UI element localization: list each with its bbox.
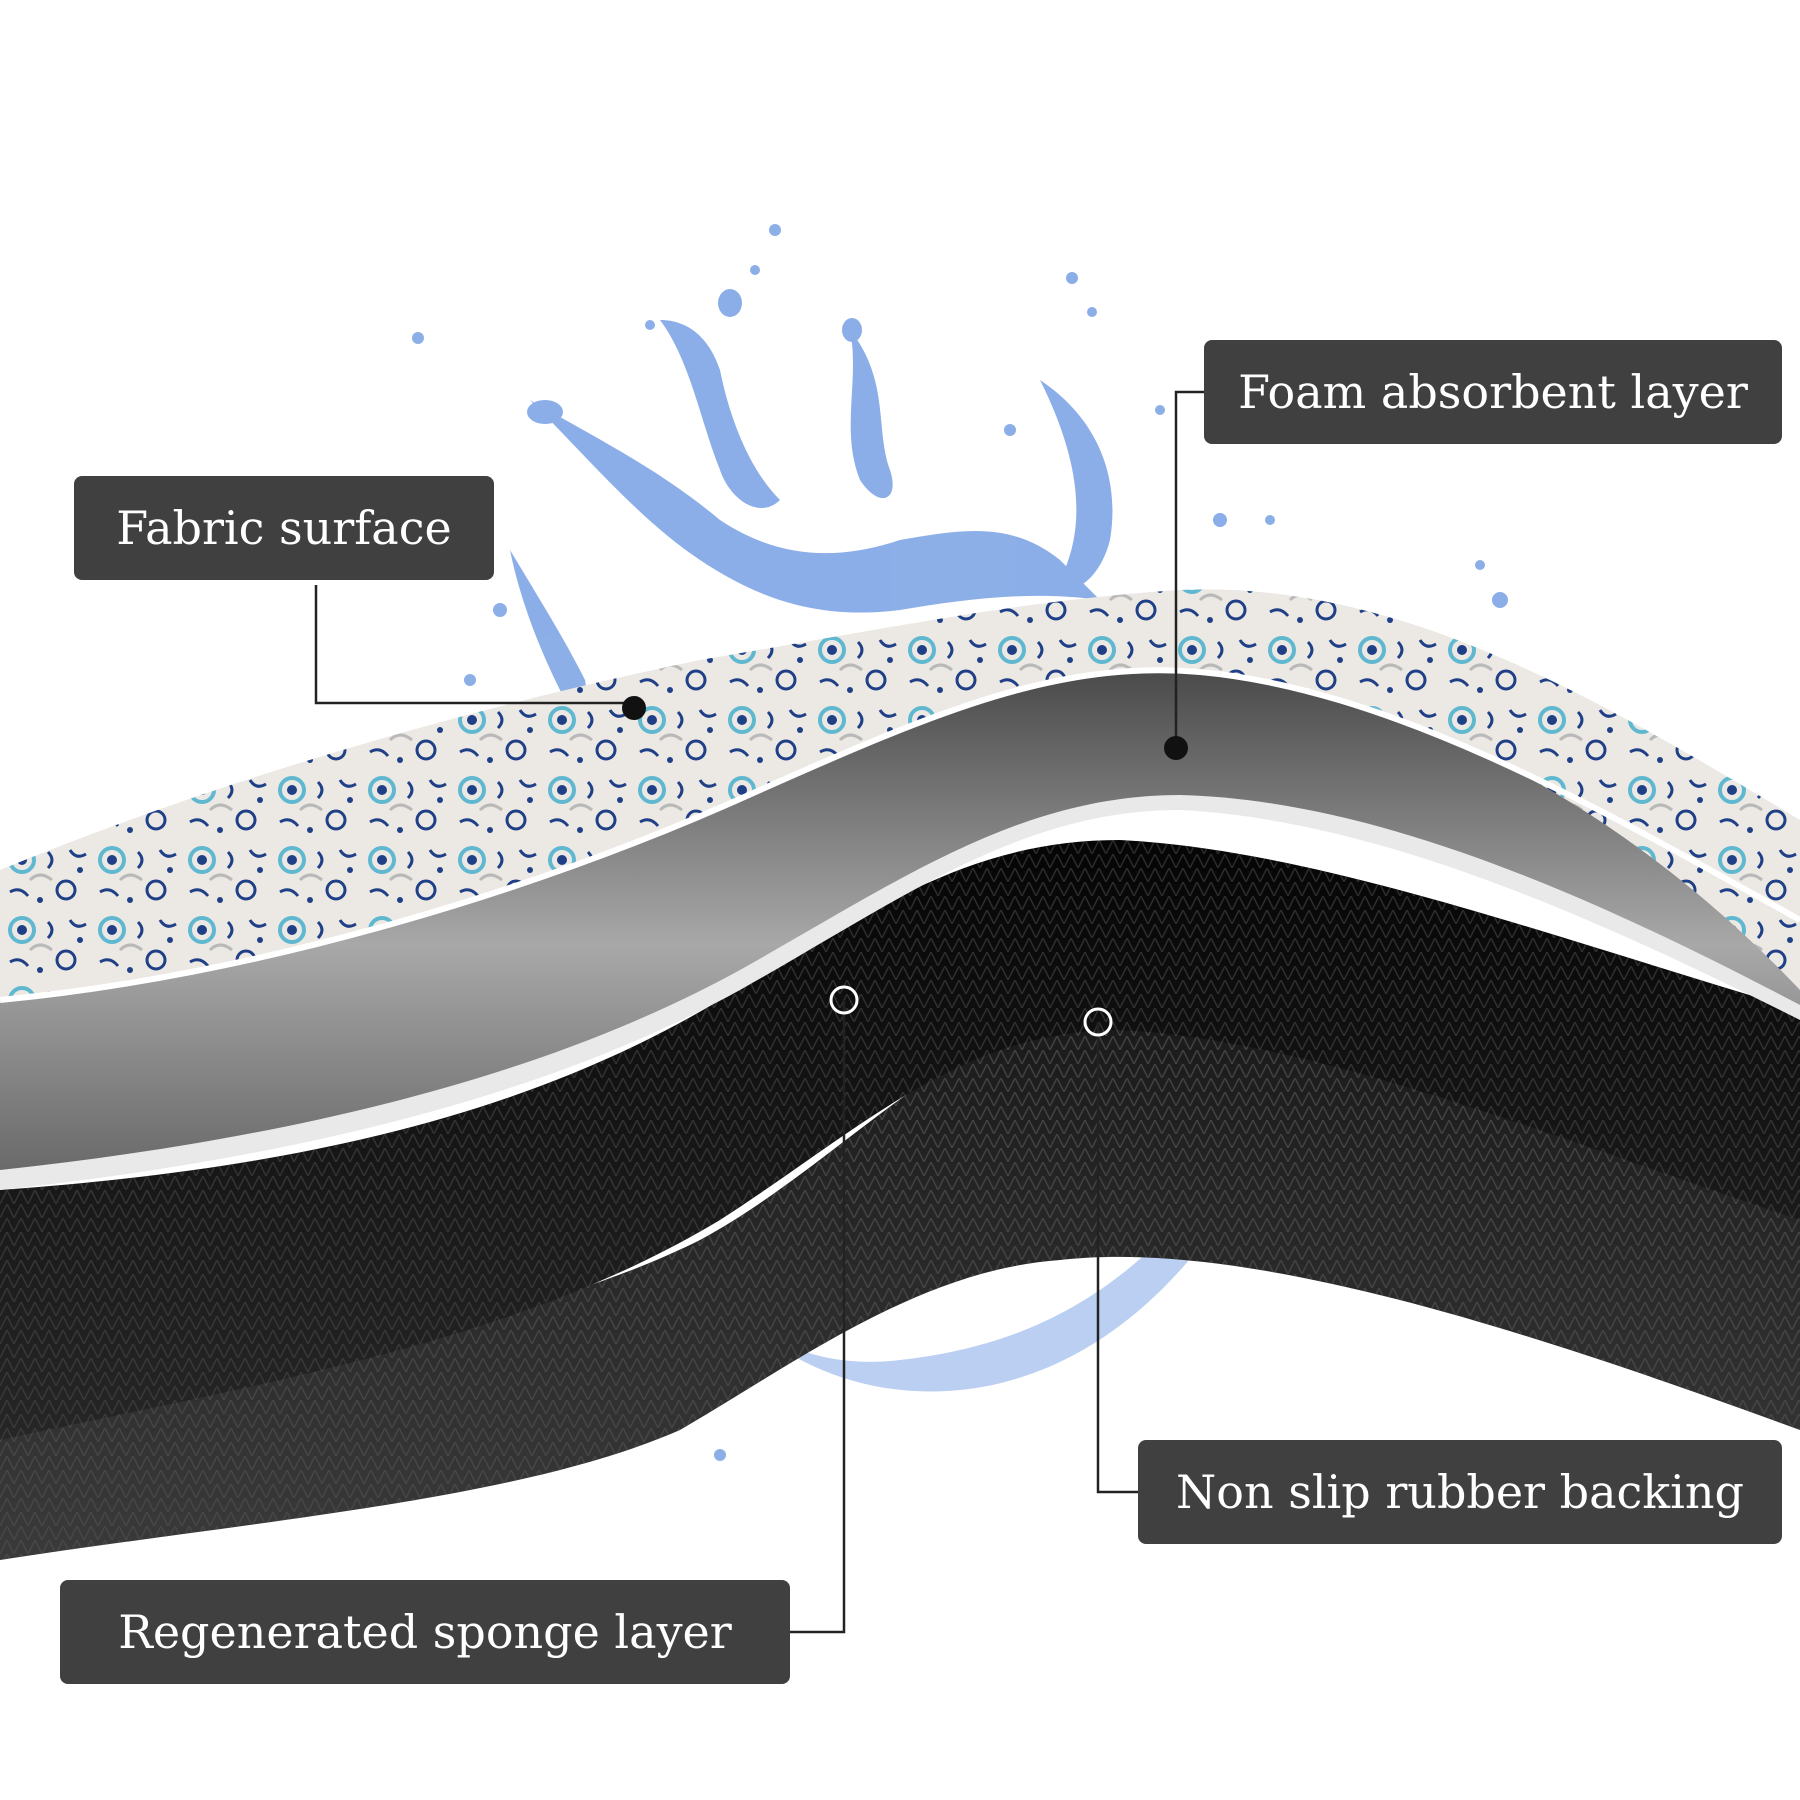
- water-splash-icon: [412, 224, 1508, 1461]
- fabric-surface-marker: [622, 696, 646, 720]
- sponge-layer-marker: [829, 985, 859, 1015]
- fabric-surface-label: Fabric surface: [74, 476, 494, 580]
- foam-layer-marker: [1164, 736, 1188, 760]
- rubber-backing-marker: [1083, 1007, 1113, 1037]
- non-slip-rubber-backing-label: Non slip rubber backing: [1138, 1440, 1782, 1544]
- foam-absorbent-layer-label: Foam absorbent layer: [1204, 340, 1782, 444]
- foam-layer: [0, 670, 1800, 1170]
- regenerated-sponge-layer-label: Regenerated sponge layer: [60, 1580, 790, 1684]
- fabric-surface-layer: [0, 589, 1800, 1000]
- leader-lines: [314, 390, 1204, 1634]
